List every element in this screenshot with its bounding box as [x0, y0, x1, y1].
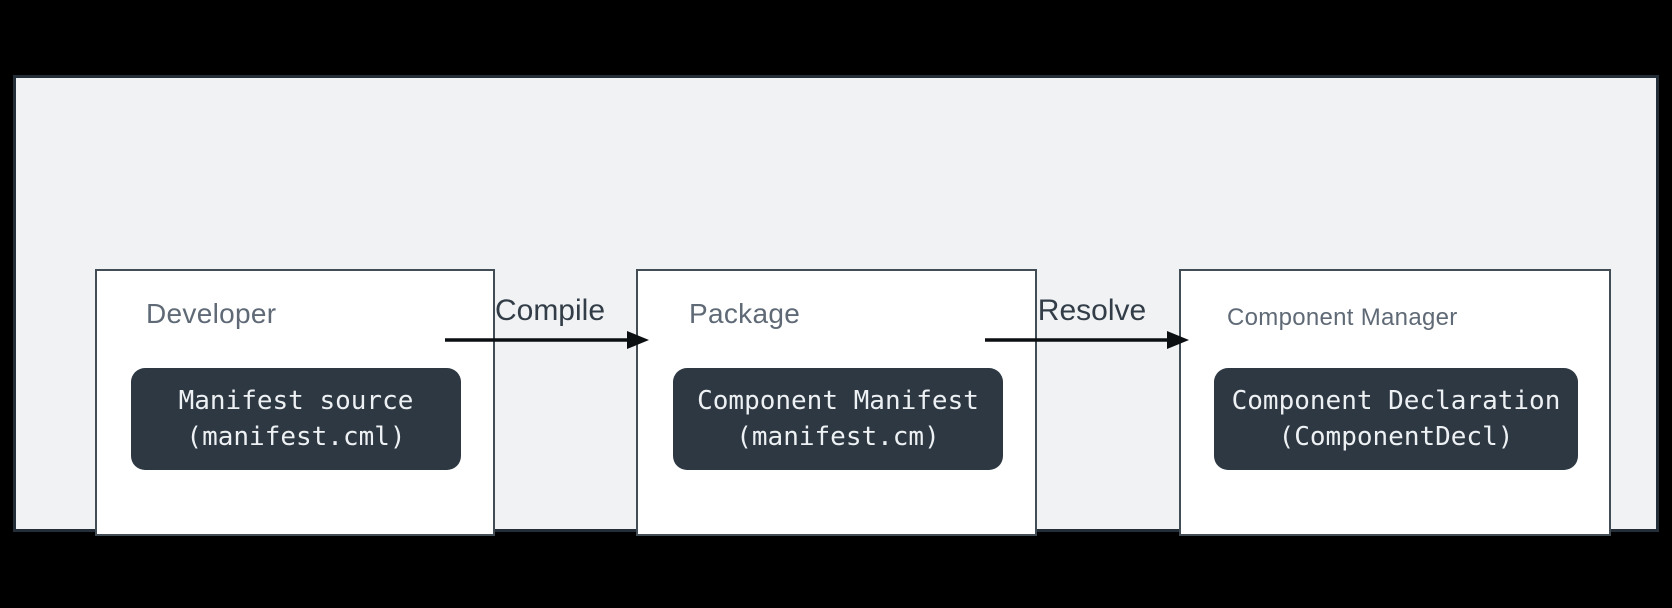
artifact-component-declaration: Component Declaration (ComponentDecl)	[1214, 368, 1578, 470]
edge-label-resolve: Resolve	[1037, 294, 1147, 327]
group-label-package: Package	[689, 298, 801, 329]
artifact-manifest-source-line1: Manifest source	[178, 386, 414, 416]
artifact-component-declaration-line1: Component Declaration	[1231, 386, 1561, 416]
artifact-manifest-source-line2: (manifest.cml)	[186, 422, 406, 452]
diagram-panel: Developer Manifest source (manifest.cml)…	[13, 75, 1659, 536]
artifact-component-manifest: Component Manifest (manifest.cm)	[673, 368, 1003, 470]
group-box-component-manager: Component Manager Component Declaration …	[1179, 269, 1611, 536]
group-label-component-manager: Component Manager	[1227, 304, 1458, 331]
artifact-component-manifest-line1: Component Manifest	[697, 386, 979, 416]
group-label-developer: Developer	[146, 298, 277, 329]
group-box-developer: Developer Manifest source (manifest.cml)	[95, 269, 495, 536]
artifact-component-manifest-line2: (manifest.cm)	[736, 422, 940, 452]
group-box-package: Package Component Manifest (manifest.cm)	[636, 269, 1037, 536]
artifact-manifest-source: Manifest source (manifest.cml)	[131, 368, 461, 470]
edge-label-compile: Compile	[494, 294, 606, 327]
artifact-component-declaration-line2: (ComponentDecl)	[1278, 422, 1514, 452]
